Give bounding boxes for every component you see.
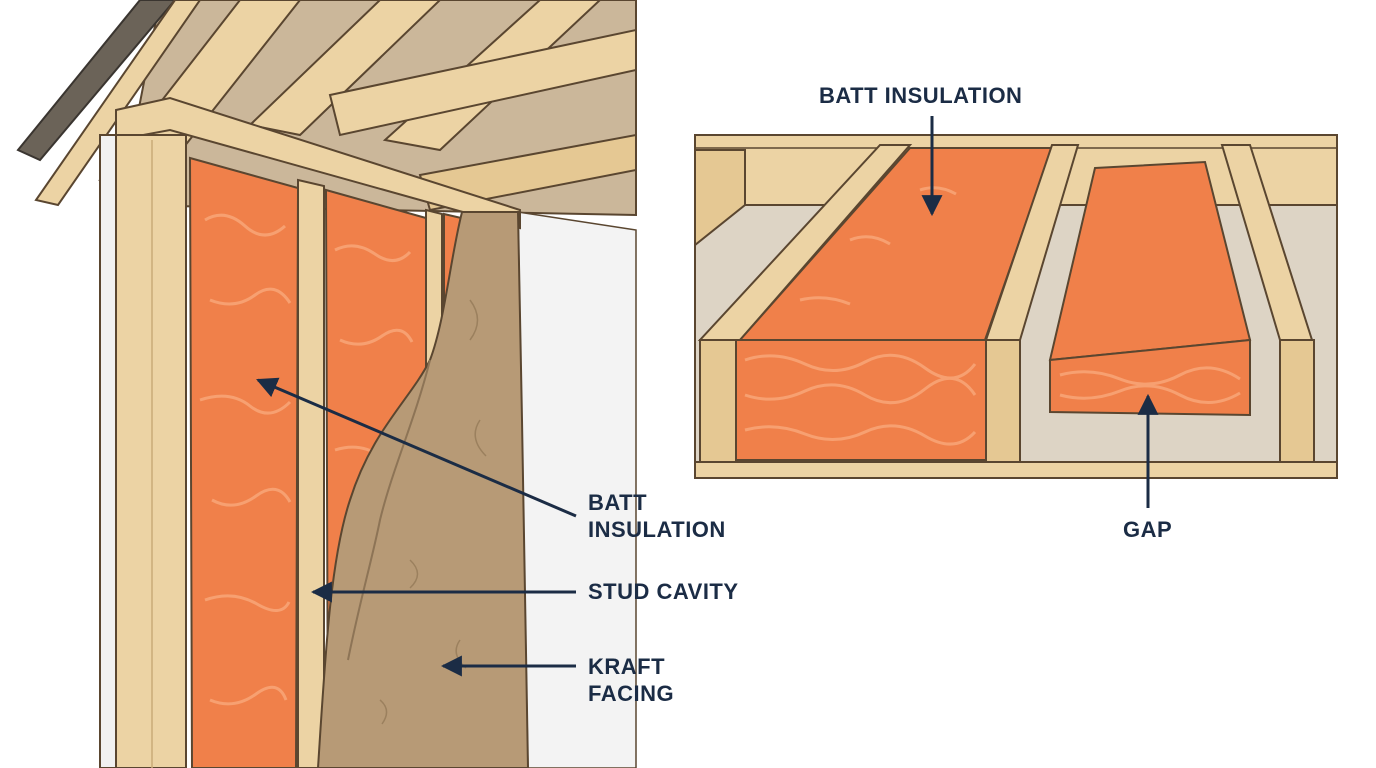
floor-joist <box>694 149 746 248</box>
floor-joist-end <box>985 339 1021 463</box>
label-kraft-line1: KRAFT <box>588 654 666 679</box>
floor-section <box>694 134 1338 479</box>
floor-joist-end <box>699 339 737 463</box>
label-wall-batt-line2: INSULATION <box>588 517 726 542</box>
floor-joist-end <box>1279 339 1315 463</box>
ceiling-joist <box>328 28 637 137</box>
fascia-board <box>34 0 202 207</box>
wall-stud <box>297 178 325 768</box>
label-wall-batt-line1: BATT <box>588 490 648 515</box>
corner-stud <box>115 134 187 768</box>
wall-siding-edge <box>99 134 117 768</box>
leader-arrows <box>256 116 1159 677</box>
label-stud-cavity: STUD CAVITY <box>588 579 739 604</box>
label-kraft-facing: KRAFT FACING <box>588 653 674 707</box>
label-wall-batt-insulation: BATT INSULATION <box>588 489 726 543</box>
batt-insulation-bay <box>188 156 300 768</box>
rafter <box>247 0 442 137</box>
kraft-facing <box>316 211 530 768</box>
bottom-plate <box>694 461 1338 479</box>
label-floor-batt-insulation: BATT INSULATION <box>819 83 1023 108</box>
label-kraft-line2: FACING <box>588 681 675 706</box>
roof-shingles <box>16 0 177 162</box>
wall-section <box>16 0 637 768</box>
arrow-wall-batt <box>256 377 577 518</box>
label-gap: GAP <box>1123 517 1173 542</box>
